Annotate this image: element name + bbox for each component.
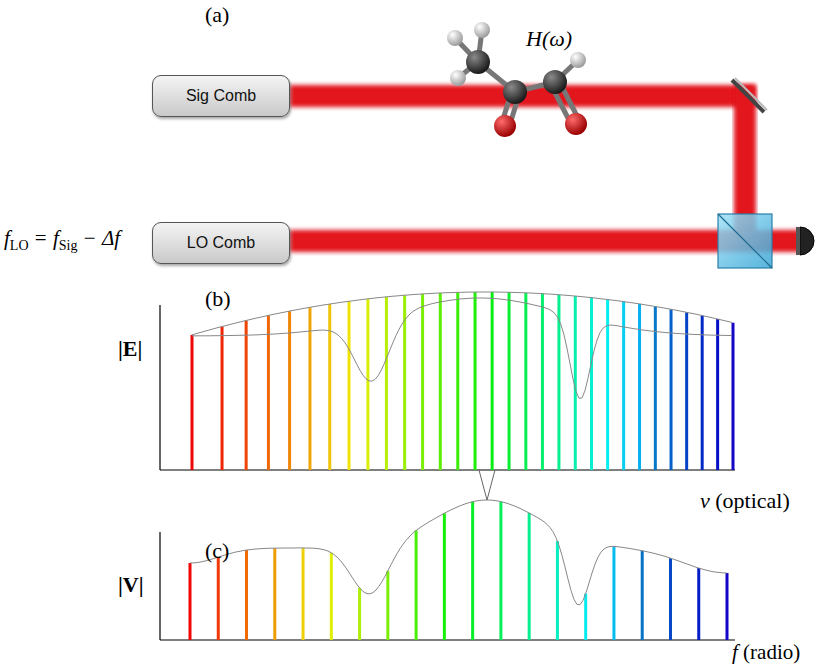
figure-label: LO	[10, 238, 29, 253]
label-group: H(ω)	[526, 26, 572, 51]
beam-splitter	[718, 214, 772, 268]
label-group: ν(optical)	[700, 488, 790, 513]
figure-label: Δf	[102, 226, 120, 250]
label-group: f(radio)	[732, 640, 800, 664]
comb-source-box: Sig Comb	[152, 75, 290, 117]
figure-label: f	[53, 226, 59, 250]
figure-label: Sig	[59, 238, 78, 253]
figure-label: f	[732, 640, 738, 664]
box-label: LO Comb	[187, 234, 255, 252]
mirror	[735, 78, 767, 110]
figure-label: =	[35, 226, 47, 250]
optical-comb-lines	[192, 292, 733, 470]
label-group: (b)	[205, 286, 231, 311]
label-group: |E|	[118, 336, 142, 361]
figure-label: f	[4, 226, 10, 250]
figure-label: ν	[700, 488, 710, 513]
figure-label: (c)	[205, 538, 229, 563]
figure-label: |E|	[118, 336, 142, 361]
radio-comb-lines	[190, 500, 727, 640]
comb-source-box: LO Comb	[152, 222, 290, 264]
figure-label: (radio)	[743, 640, 800, 664]
molecule-atoms	[447, 22, 587, 137]
detector	[800, 227, 814, 255]
figure-label: H(ω)	[526, 26, 572, 51]
figure-label: −	[84, 226, 96, 250]
label-group: (c)	[205, 538, 229, 563]
figure-label: (b)	[205, 286, 231, 311]
axes	[160, 305, 735, 640]
label-group: |V|	[118, 572, 144, 597]
figure-label: (optical)	[715, 488, 790, 513]
mapping-lines	[479, 470, 495, 500]
figure-label: |V|	[118, 572, 144, 597]
beam-splitter	[718, 214, 772, 268]
mirror	[732, 80, 764, 112]
box-label: Sig Comb	[186, 87, 256, 105]
detector	[796, 227, 800, 255]
figure-label: (a)	[205, 2, 229, 27]
label-group: (a)	[205, 2, 229, 27]
label-group: fLO=fSig−Δf	[4, 226, 120, 254]
